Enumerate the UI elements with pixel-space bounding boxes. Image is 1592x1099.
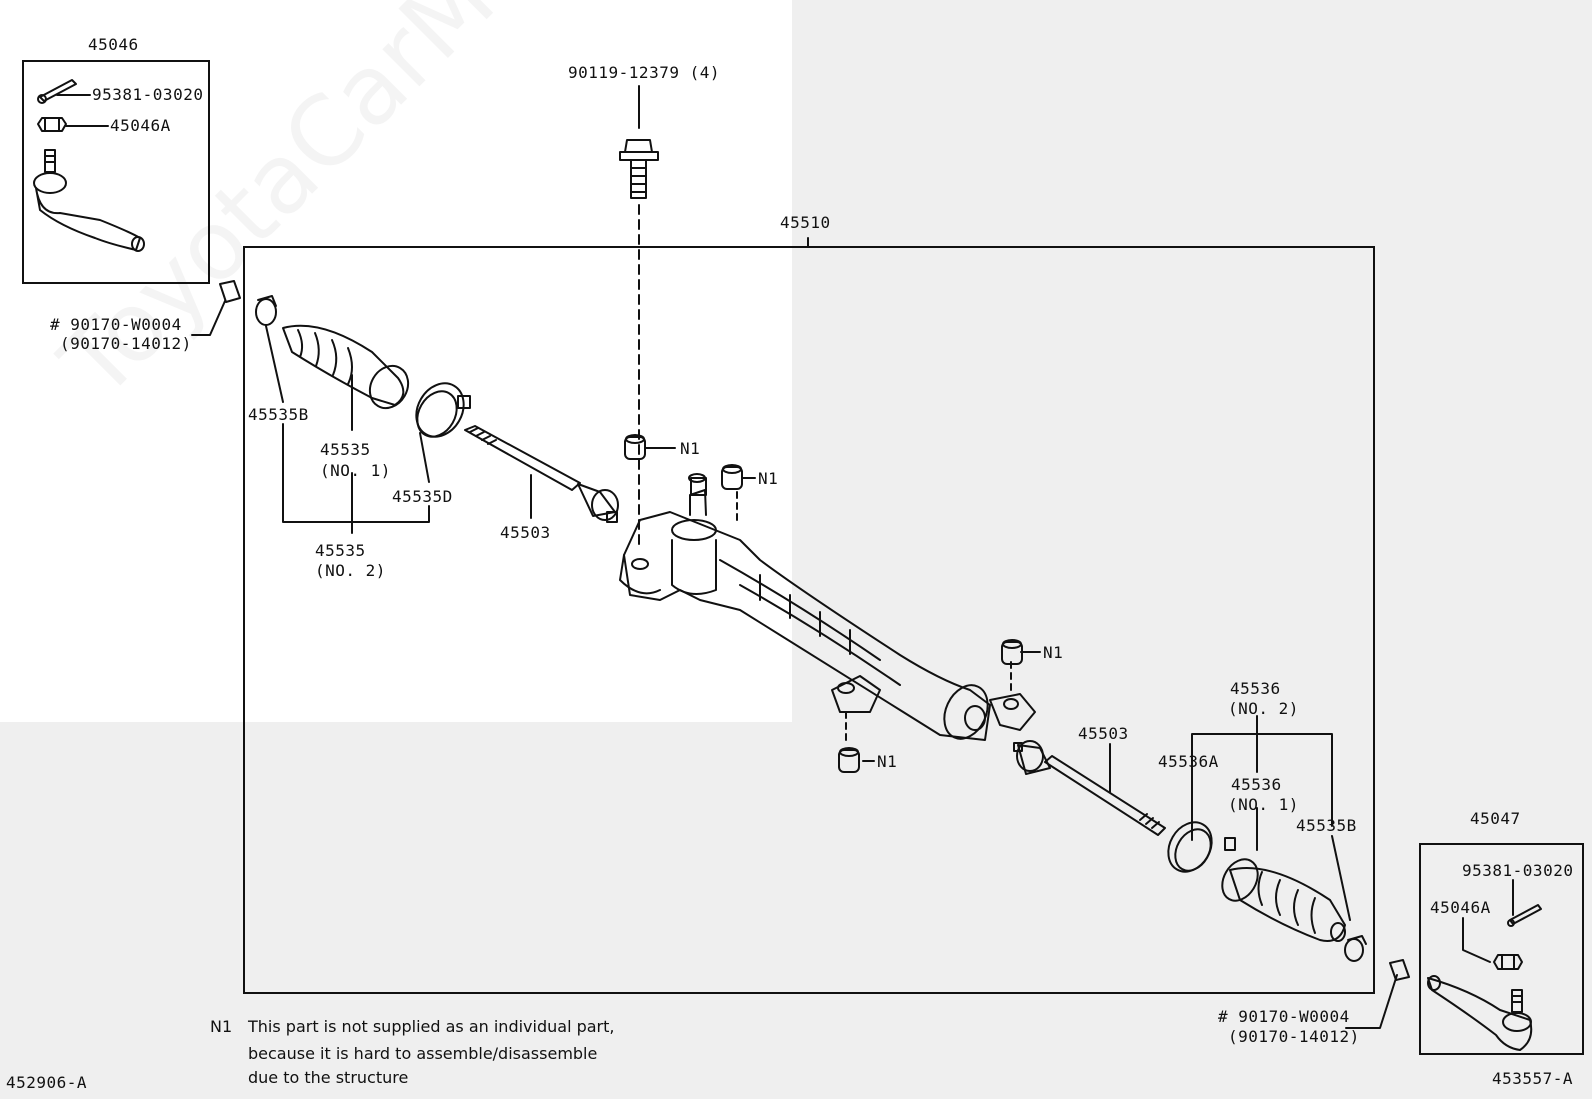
bushing-icon-3 xyxy=(1001,639,1023,665)
nut-icon-bottom xyxy=(1493,954,1523,970)
label-plug-left-2: (90170-14012) xyxy=(60,334,192,353)
label-clip-right: 45535B xyxy=(1296,816,1357,835)
label-cotter-pin-top: 95381-03020 xyxy=(92,85,204,104)
tie-rod-icon-left xyxy=(464,425,619,523)
label-tie-rod-left: 45503 xyxy=(500,523,551,542)
footnote-line-1: This part is not supplied as an individu… xyxy=(248,1017,615,1036)
tie-rod-end-left-box xyxy=(22,60,210,284)
label-clamp-right: 45536A xyxy=(1158,752,1219,771)
boot-icon-left xyxy=(282,324,410,410)
label-tie-rod-end-right: 45047 xyxy=(1470,809,1521,828)
clamp-icon-left xyxy=(415,382,471,438)
tie-rod-end-right-box xyxy=(1419,843,1584,1055)
figure-number-left: 452906-A xyxy=(6,1073,88,1092)
label-nut-top: 45046A xyxy=(110,116,171,135)
tie-rod-icon-right xyxy=(1013,740,1166,836)
label-boot-left-2-sub: (NO. 2) xyxy=(315,561,386,580)
footnote-code: N1 xyxy=(210,1017,233,1036)
bushing-icon-2 xyxy=(721,464,743,490)
boot-icon-right xyxy=(1221,858,1346,942)
cotter-pin-icon-bottom xyxy=(1507,904,1542,927)
label-n1-d: N1 xyxy=(877,752,898,771)
label-rack-assembly: 45510 xyxy=(780,213,831,232)
label-boot-left-1-sub: (NO. 1) xyxy=(320,461,391,480)
plug-icon-left xyxy=(219,280,241,303)
label-bolt: 90119-12379 (4) xyxy=(568,63,720,82)
steering-rack-icon xyxy=(619,473,1036,741)
tie-rod-end-icon-left xyxy=(33,149,145,252)
label-boot-left-2: 45535 xyxy=(315,541,366,560)
label-boot-right-1-sub: (NO. 1) xyxy=(1228,795,1299,814)
leader-lines xyxy=(56,85,1514,1029)
label-boot-left-1: 45535 xyxy=(320,440,371,459)
label-cotter-pin-bottom: 95381-03020 xyxy=(1462,861,1574,880)
label-n1-c: N1 xyxy=(1043,643,1064,662)
label-tie-rod-end-left: 45046 xyxy=(88,35,139,54)
clip-icon-right xyxy=(1344,935,1367,962)
label-boot-right-2-sub: (NO. 2) xyxy=(1228,699,1299,718)
figure-number-right: 453557-A xyxy=(1492,1069,1574,1088)
label-n1-a: N1 xyxy=(680,439,701,458)
label-tie-rod-right: 45503 xyxy=(1078,724,1129,743)
label-clip-left: 45535B xyxy=(248,405,309,424)
label-plug-right-1: # 90170-W0004 xyxy=(1218,1007,1350,1026)
label-clamp-left: 45535D xyxy=(392,487,453,506)
background-gray-right xyxy=(792,0,1592,1099)
label-boot-right-1: 45536 xyxy=(1231,775,1282,794)
label-plug-right-2: (90170-14012) xyxy=(1228,1027,1360,1046)
tie-rod-end-icon-right xyxy=(1427,975,1533,1051)
clamp-icon-right xyxy=(1167,821,1236,873)
nut-icon-top xyxy=(37,117,67,132)
plug-icon-right xyxy=(1389,959,1410,981)
bushing-icon-4 xyxy=(838,747,860,773)
label-n1-b: N1 xyxy=(758,469,779,488)
footnote-line-3: due to the structure xyxy=(248,1068,409,1087)
cotter-pin-icon-top xyxy=(37,79,77,104)
label-nut-bottom: 45046A xyxy=(1430,898,1491,917)
background-gray-bottom xyxy=(0,722,792,1099)
bolt-icon xyxy=(619,139,659,199)
footnote-line-2: because it is hard to assemble/disassemb… xyxy=(248,1044,598,1063)
label-boot-right-2: 45536 xyxy=(1230,679,1281,698)
bushing-icon-1 xyxy=(624,434,646,460)
label-plug-left-1: # 90170-W0004 xyxy=(50,315,182,334)
rack-assembly-box xyxy=(243,246,1375,994)
clip-icon-left xyxy=(255,295,277,326)
